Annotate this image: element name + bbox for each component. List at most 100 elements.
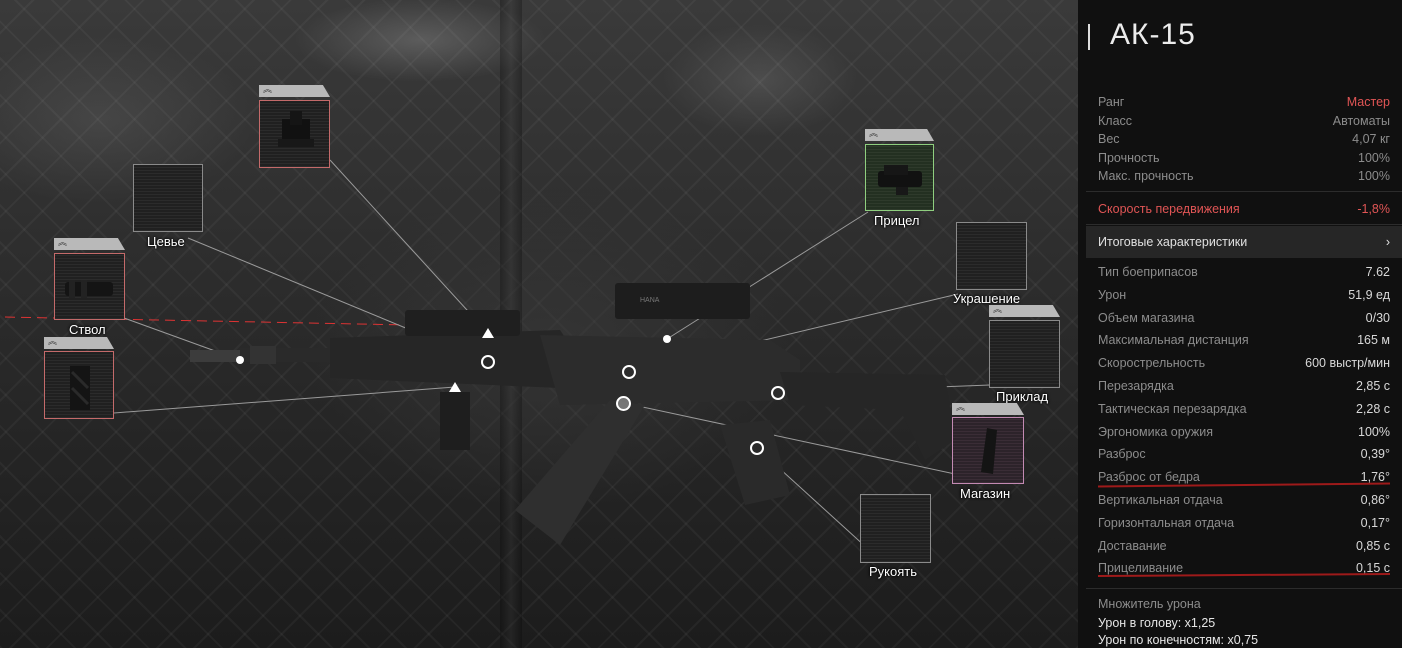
slot-sight[interactable] — [865, 144, 934, 211]
mount-point-node[interactable] — [481, 355, 495, 369]
mount-point-marker[interactable] — [482, 328, 494, 338]
info-label: Ранг — [1098, 95, 1125, 109]
stat-value: 7.62 — [1365, 265, 1390, 279]
stat-row: Тактическая перезарядка 2,28 с — [1098, 400, 1390, 418]
chevron-right-icon: › — [1385, 235, 1390, 249]
weapon-title: АК-15 — [1110, 18, 1196, 51]
stat-value: 51,9 ед — [1348, 287, 1390, 302]
stat-value: 0,86° — [1360, 493, 1390, 507]
mount-point-node[interactable] — [771, 386, 785, 400]
info-label: Макс. прочность — [1098, 169, 1194, 183]
svg-text:HANA: HANA — [640, 297, 660, 304]
info-label: Прочность — [1098, 150, 1160, 165]
rifle-silhouette: HANA — [190, 283, 955, 545]
slot-decoration-label: Украшение — [953, 291, 1021, 306]
info-value: 100% — [1358, 150, 1390, 165]
slot-foregrip[interactable] — [44, 351, 114, 419]
slot-tab: ︽ — [44, 337, 114, 349]
info-value: Мастер — [1346, 95, 1390, 109]
movement-speed-row: Скорость передвижения -1,8% — [1098, 200, 1390, 218]
stat-row: Максимальная дистанция 165 м — [1098, 331, 1390, 349]
stat-label: Тактическая перезарядка — [1098, 401, 1247, 416]
slot-tab: ︽ — [865, 129, 934, 141]
slot-sight-label: Прицел — [874, 213, 920, 228]
info-value: 100% — [1358, 169, 1390, 183]
stat-value: 165 м — [1357, 333, 1390, 348]
stat-row: Эргономика оружия 100% — [1098, 423, 1390, 441]
mount-point-node[interactable] — [750, 441, 764, 455]
stat-label: Тип боеприпасов — [1098, 265, 1198, 279]
stat-label: Скорострельность — [1098, 356, 1206, 371]
slot-stock-label: Приклад — [996, 389, 1049, 404]
slot-barrel[interactable] — [54, 253, 125, 320]
stat-label: Максимальная дистанция — [1098, 333, 1249, 348]
slot-stock[interactable] — [989, 320, 1060, 388]
slot-tab: ︽ — [952, 403, 1024, 415]
info-label: Вес — [1098, 132, 1120, 146]
slot-magazine[interactable] — [952, 417, 1024, 484]
info-row: Ранг Мастер — [1098, 93, 1390, 111]
info-value: Автоматы — [1332, 113, 1390, 128]
total-stats-button[interactable]: Итоговые характеристики › — [1086, 226, 1402, 258]
info-label: Класс — [1098, 113, 1133, 128]
stat-row: Вертикальная отдача 0,86° — [1098, 491, 1390, 509]
muzzle-brake-icon — [65, 280, 113, 298]
info-row: Вес 4,07 кг — [1098, 130, 1390, 148]
attachment-icon — [278, 111, 314, 147]
slot-grip[interactable] — [860, 494, 931, 563]
weapon-workshop-scene: HANA ︽ Цевье ︽ Ствол ︽ ︽ Прицел — [0, 0, 1078, 648]
info-value: 4,07 кг — [1352, 132, 1390, 146]
slot-handguard[interactable] — [133, 164, 203, 232]
foregrip-icon — [70, 366, 90, 410]
slot-magazine-label: Магазин — [960, 486, 1011, 501]
divider — [1086, 191, 1402, 192]
stat-value: 0,85 с — [1355, 538, 1390, 553]
stat-label: Прицеливание — [1098, 561, 1184, 576]
stat-label: Урон — [1098, 287, 1127, 302]
title-accent-bar — [1088, 24, 1090, 50]
stat-label: Горизонтальная отдача — [1098, 515, 1235, 530]
stat-label: Доставание — [1098, 538, 1167, 553]
stat-value: 2,85 с — [1355, 379, 1390, 393]
mount-point-node[interactable] — [622, 365, 636, 379]
slot-grip-label: Рукоять — [869, 564, 918, 579]
divider — [1086, 224, 1402, 225]
movement-speed-label: Скорость передвижения — [1098, 202, 1240, 216]
stat-row: Разброс 0,39° — [1098, 445, 1390, 463]
mount-point-dot[interactable] — [236, 356, 244, 364]
scope-icon — [878, 165, 922, 195]
stat-label: Вертикальная отдача — [1098, 493, 1223, 507]
slot-decoration[interactable] — [956, 222, 1027, 290]
mount-point-dot[interactable] — [663, 335, 671, 343]
stat-label: Эргономика оружия — [1098, 424, 1214, 439]
stat-row: Горизонтальная отдача 0,17° — [1098, 514, 1390, 532]
movement-speed-value: -1,8% — [1357, 202, 1390, 216]
stat-value: 2,28 с — [1355, 401, 1390, 416]
stat-value: 100% — [1358, 424, 1390, 439]
stat-label: Разброс — [1098, 447, 1146, 462]
stat-value: 0,17° — [1360, 515, 1390, 530]
stat-value: 0/30 — [1365, 310, 1390, 325]
stat-value: 0,39° — [1360, 447, 1390, 462]
slot-underbarrel[interactable] — [259, 100, 330, 168]
slot-tab: ︽ — [989, 305, 1060, 317]
slot-barrel-label: Ствол — [69, 322, 106, 337]
slot-tab: ︽ — [259, 85, 330, 97]
divider — [1086, 588, 1402, 589]
stat-value: 0,15 с — [1355, 561, 1390, 576]
mount-point-node-selected[interactable] — [616, 396, 631, 411]
damage-multiplier-heading: Множитель урона — [1098, 597, 1201, 611]
info-row: Макс. прочность 100% — [1098, 167, 1390, 185]
mount-point-marker[interactable] — [449, 382, 461, 392]
slot-handguard-label: Цевье — [147, 234, 185, 249]
stat-label: Разброс от бедра — [1098, 470, 1200, 485]
stat-row: Урон 51,9 ед — [1098, 286, 1390, 304]
stat-row: Прицеливание 0,15 с — [1098, 559, 1390, 577]
head-damage-multiplier: Урон в голову: x1,25 — [1098, 616, 1216, 630]
magazine-icon — [981, 428, 997, 474]
stat-value: 600 выстр/мин — [1305, 356, 1390, 371]
connector-lines: HANA — [4, 159, 991, 559]
